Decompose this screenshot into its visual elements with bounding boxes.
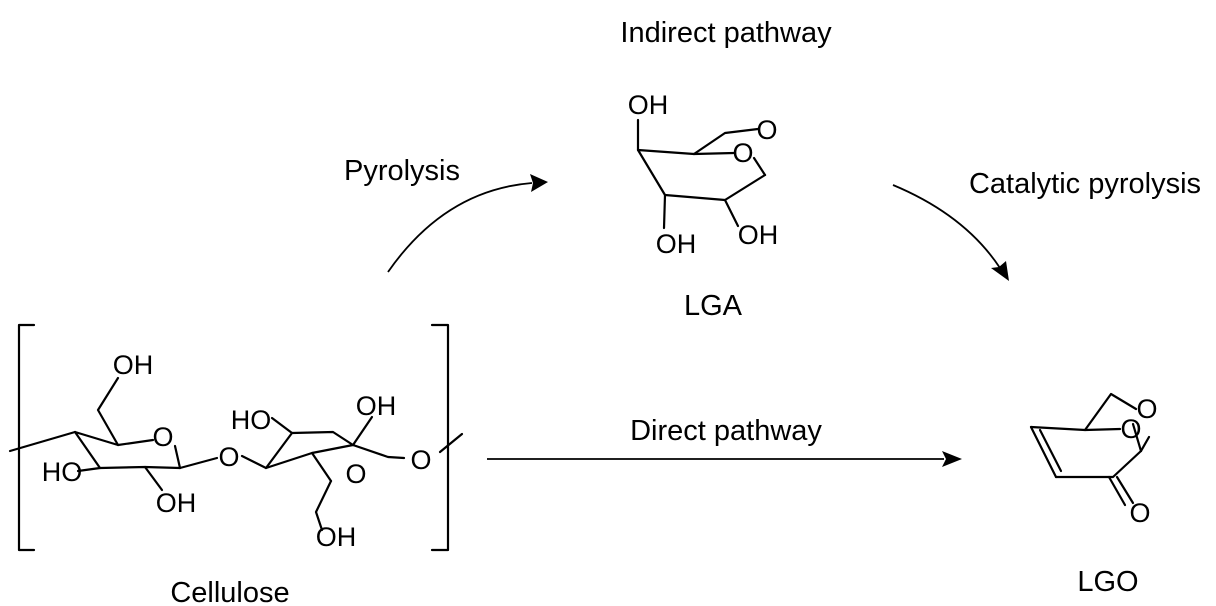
atom-oh: OH: [628, 90, 669, 120]
atom-oh: OH: [356, 391, 397, 421]
cellulose-label: Cellulose: [170, 577, 289, 606]
pyrolysis-arrow: [387, 174, 548, 273]
atom-oh: OH: [738, 220, 779, 250]
lgo-label: LGO: [1077, 566, 1138, 598]
cellulose-structure: OH O HO OH O HO OH O O OH: [8, 323, 464, 552]
atom-o: O: [218, 442, 239, 472]
atom-o: O: [756, 115, 777, 145]
atom-o: O: [152, 422, 173, 452]
atom-ho: HO: [231, 405, 272, 435]
atom-oh: OH: [156, 488, 197, 518]
atom-oh: OH: [316, 522, 357, 552]
catalytic-pyrolysis-label: Catalytic pyrolysis: [969, 168, 1201, 200]
lga-structure: OH O O OH OH: [628, 90, 779, 259]
catalytic-pyrolysis-arrow: [892, 184, 1009, 281]
direct-pathway-label: Direct pathway: [630, 415, 822, 447]
right-bracket: [430, 323, 450, 552]
lgo-structure: O O O: [1029, 392, 1158, 528]
atom-o: O: [1120, 414, 1141, 444]
lga-label: LGA: [684, 290, 743, 322]
atom-o: O: [732, 138, 753, 168]
indirect-pathway-label: Indirect pathway: [620, 17, 832, 49]
atom-oh: OH: [656, 229, 697, 259]
atom-ho: HO: [42, 457, 83, 487]
atom-o: O: [1129, 498, 1150, 528]
left-bracket: [17, 323, 36, 552]
atom-o: O: [345, 459, 366, 489]
atom-o: O: [1136, 394, 1157, 424]
pyrolysis-label: Pyrolysis: [344, 155, 460, 187]
direct-pathway-arrow: [487, 451, 962, 467]
atom-o: O: [410, 445, 431, 475]
atom-oh: OH: [113, 350, 154, 380]
